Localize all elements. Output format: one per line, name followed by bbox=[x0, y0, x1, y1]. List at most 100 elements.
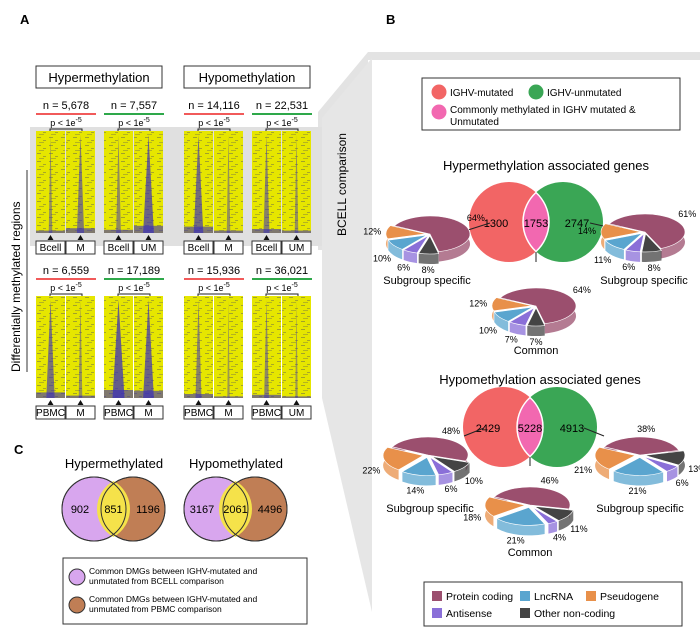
pie-hypo-left-pct-4: 22% bbox=[362, 466, 380, 476]
venn-c-hypo-left: 3167 bbox=[190, 504, 214, 516]
pie-hyper-left-pct-0: 64% bbox=[467, 213, 485, 223]
bottom-signal-2-1 bbox=[227, 300, 230, 398]
top-count-0: n = 5,678 bbox=[43, 100, 89, 112]
hypo-common-label: Common bbox=[508, 547, 553, 559]
pie-hyper-right-slice-1 bbox=[641, 233, 663, 253]
top-signal-2-0 bbox=[193, 135, 204, 233]
bottom-signal-0-0 bbox=[46, 300, 55, 398]
top-xlabel-box-0-1 bbox=[65, 240, 96, 255]
bottom-xlabel-box-2-0 bbox=[183, 405, 214, 420]
hypo-genes-title: Hypomethylation associated genes bbox=[439, 372, 641, 387]
bottom-pvalue-1: p < 1e-5 bbox=[118, 282, 150, 293]
pie-hyper-right-slice-3 bbox=[604, 232, 644, 250]
bottom-signal-0-1 bbox=[78, 300, 83, 398]
bottom-pvalue-2: p < 1e-5 bbox=[198, 282, 230, 293]
top-signal-base-2-1 bbox=[214, 230, 243, 233]
top-xlabel-box-0-0 bbox=[35, 240, 66, 255]
bottom-signal-3-1 bbox=[295, 300, 298, 398]
bottom-count-2: n = 15,936 bbox=[188, 265, 240, 277]
pie-hyper-common-pct-2: 7% bbox=[505, 335, 518, 345]
bottom-xlabel-2-1: M bbox=[224, 408, 232, 419]
pie-hypo-common-pct-1: 11% bbox=[570, 524, 587, 534]
bottom-tick-2-0 bbox=[195, 400, 202, 405]
pie-hyper-right-slice-side-1 bbox=[641, 250, 662, 262]
bottom-count-0: n = 6,559 bbox=[43, 265, 89, 277]
bottom-tick-0-1 bbox=[77, 400, 84, 405]
legend-antisense-text: Antisense bbox=[446, 608, 492, 620]
legend-common-text-2: Unmutated bbox=[450, 117, 499, 128]
hyper-common-label: Common bbox=[514, 345, 559, 357]
bottom-xlabel-box-3-0 bbox=[251, 405, 282, 420]
pie-hyper-common-slice-side-3 bbox=[494, 312, 509, 332]
legend-unmutated-text: IGHV-unmutated bbox=[547, 88, 621, 99]
legend-pbmc-text: Common DMGs between IGHV-mutated and bbox=[89, 594, 257, 604]
pie-hypo-left-slice-1 bbox=[431, 456, 471, 472]
venn-c-hypo: 3167 2061 4496 bbox=[183, 476, 288, 542]
venn-c-hypo-right: 4496 bbox=[258, 504, 282, 516]
top-tick-0-0 bbox=[47, 235, 54, 240]
bottom-signal-base-2-0 bbox=[184, 394, 213, 398]
hyper-sub-left: Subgroup specific bbox=[383, 275, 471, 287]
bottom-tick-2-1 bbox=[225, 400, 232, 405]
top-pvalue-1: p < 1e-5 bbox=[118, 117, 150, 128]
legend-lncrna-text: LncRNA bbox=[534, 591, 573, 603]
bottom-pvalue-0: p < 1e-5 bbox=[50, 282, 82, 293]
legend-pbmc-text-2: unmutated from PBMC comparison bbox=[89, 604, 222, 614]
pie-hyper-right-pct-0: 61% bbox=[678, 209, 696, 219]
pie-hyper-left-pct-1: 8% bbox=[422, 265, 435, 275]
bottom-xlabel-3-0: PBMC bbox=[252, 408, 281, 419]
bottom-count-3: n = 36,021 bbox=[256, 265, 308, 277]
top-signal-2-1 bbox=[226, 135, 231, 233]
top-count-2: n = 14,116 bbox=[188, 100, 239, 112]
top-signal-1-1 bbox=[143, 135, 154, 233]
top-xlabel-0-1: M bbox=[76, 243, 84, 254]
pie-hyper-common-slice-1 bbox=[526, 307, 546, 327]
top-signal-base-3-1 bbox=[282, 230, 311, 233]
top-count-3: n = 22,531 bbox=[256, 100, 308, 112]
pie-hypo-left-slice-side-3 bbox=[402, 471, 436, 486]
legend-mutated-text: IGHV-mutated bbox=[450, 88, 513, 99]
bcell-comparison-label: BCELL comparison bbox=[335, 133, 349, 236]
top-pvalue-0: p < 1e-5 bbox=[50, 117, 82, 128]
top-xlabel-3-1: UM bbox=[289, 243, 305, 254]
pie-hypo-left-pct-2: 6% bbox=[445, 484, 458, 494]
pie-hypo-left-slice-0 bbox=[391, 436, 469, 462]
top-xlabel-box-2-0 bbox=[183, 240, 214, 255]
bottom-signal-base-1-0 bbox=[104, 390, 133, 398]
pie-hypo-right-slice-side-2 bbox=[666, 466, 678, 482]
top-signal-base-0-0 bbox=[36, 230, 65, 233]
top-pvalue-2: p < 1e-5 bbox=[198, 117, 230, 128]
top-xlabel-1-0: Bcell bbox=[108, 243, 130, 254]
venn-b-hypo-left: 2429 bbox=[476, 423, 500, 435]
pie-hypo-right-slice-side-1 bbox=[678, 450, 685, 476]
pie-hyper-left-pct-4: 12% bbox=[363, 227, 381, 237]
legend-antisense-swatch bbox=[432, 608, 442, 618]
top-tick-0-1 bbox=[77, 235, 84, 240]
bottom-signal-base-3-0 bbox=[252, 394, 281, 398]
pie-hypo-right-slice-4 bbox=[594, 446, 636, 470]
pie-legend-box bbox=[423, 581, 683, 627]
hypo-sub-left: Subgroup specific bbox=[386, 503, 474, 515]
pie-hypo-common-slice-side-1 bbox=[558, 510, 574, 531]
pie-hyper-common-pct-4: 12% bbox=[469, 299, 487, 309]
bottom-tick-3-0 bbox=[263, 400, 270, 405]
top-tick-1-0 bbox=[115, 235, 122, 240]
pie-hyper-right-slice-side-3 bbox=[605, 240, 624, 260]
venn-b-hypo: 2429 5228 4913 bbox=[463, 387, 605, 467]
top-heatmap-3-1 bbox=[282, 131, 311, 233]
top-signal-0-0 bbox=[48, 135, 53, 233]
top-signal-1-0 bbox=[116, 135, 121, 233]
legend-pseudogene-text: Pseudogene bbox=[600, 591, 659, 603]
top-xlabel-box-3-1 bbox=[281, 240, 312, 255]
legend-bcell-swatch bbox=[68, 568, 86, 586]
pie-hyper-left-slice-3 bbox=[387, 234, 427, 250]
pie-hypo-right-pct-1: 13% bbox=[688, 464, 700, 474]
bottom-tick-0-0 bbox=[47, 400, 54, 405]
legend-pseudogene-swatch bbox=[586, 591, 596, 601]
top-pvalue-3: p < 1e-5 bbox=[266, 117, 298, 128]
venn-c-hyper-title: Hypermethylated bbox=[65, 456, 163, 471]
pie-hypo-left-pct-0: 48% bbox=[442, 426, 460, 436]
top-signal-base-0-1 bbox=[66, 228, 95, 233]
venn-c-legend-box bbox=[62, 557, 308, 625]
pie-hypo-right-pct-0: 38% bbox=[637, 424, 655, 434]
